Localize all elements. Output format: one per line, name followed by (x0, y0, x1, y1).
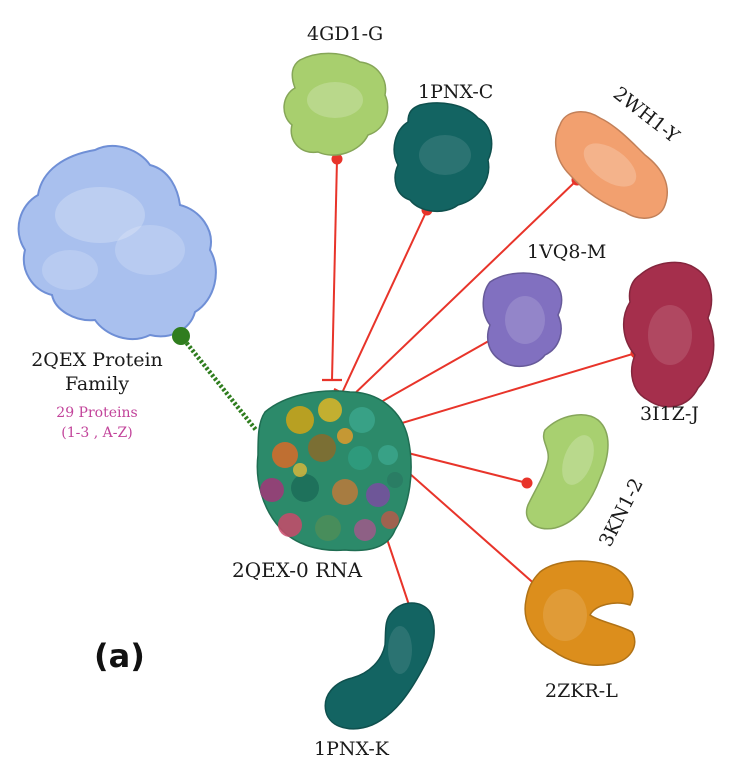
family-range: (1-3 , A-Z) (61, 425, 132, 441)
rna-complex (256, 390, 412, 552)
edge-2zkr-l (391, 457, 539, 588)
label-2zkr-l: 2ZKR-L (545, 680, 618, 702)
rna-texture (260, 398, 403, 541)
label-rna: 2QEX-0 RNA (232, 558, 363, 582)
family-link (179, 334, 258, 432)
protein-2wh1-y-blob (554, 111, 668, 219)
label-1pnx-c: 1PNX-C (418, 81, 493, 103)
protein-4gd1-g-blob (283, 52, 389, 156)
label-3i1z-j: 3I1Z-J (640, 403, 699, 425)
label-4gd1-g: 4GD1-G (307, 23, 383, 45)
family-count: 29 Proteins (56, 405, 137, 421)
edge-1pnx-k (383, 529, 411, 609)
protein-2zkr-l-blob (524, 560, 636, 666)
edge-3i1z-j (371, 352, 637, 433)
family-title-line1: 2QEX Protein (31, 349, 163, 371)
family-title-line2: Family (65, 373, 129, 395)
edge-1pnx-c (341, 209, 428, 394)
label-3kn1-2: 3KN1-2 (595, 475, 648, 550)
label-1pnx-k: 1PNX-K (314, 738, 390, 760)
protein-3i1z-j-blob (623, 261, 715, 408)
label-1vq8-m: 1VQ8-M (527, 241, 606, 263)
protein-1vq8-m-blob (482, 272, 563, 367)
protein-1pnx-k-blob (324, 602, 435, 730)
protein-family-blob (17, 145, 217, 345)
protein-3kn1-2-blob (525, 414, 609, 530)
protein-1pnx-c-blob (393, 102, 493, 212)
edge-4gd1-g (331, 158, 338, 381)
panel-label: (a) (94, 637, 145, 675)
edge-2wh1-y (347, 179, 578, 401)
